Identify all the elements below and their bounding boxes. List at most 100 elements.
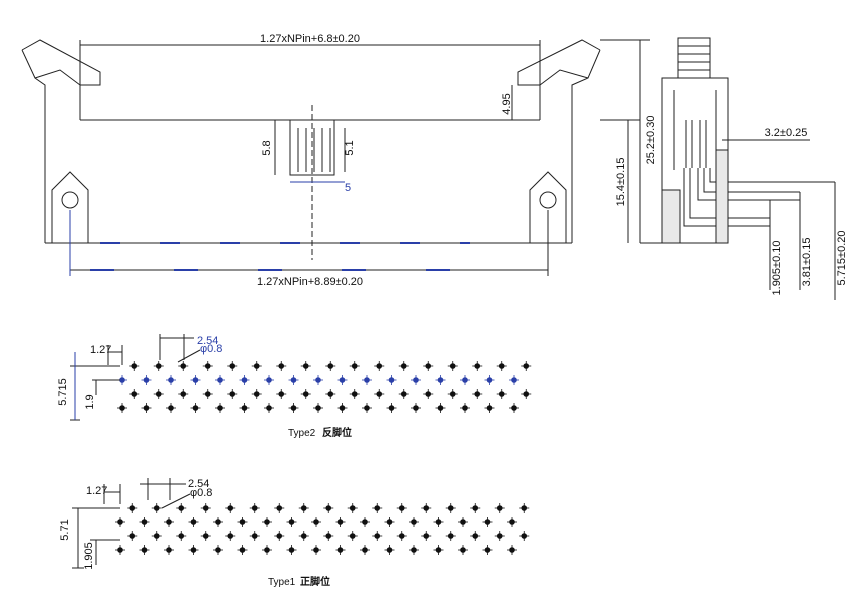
pin-hole [264,403,274,413]
pin-hole [484,375,495,385]
pin-hole [482,517,493,527]
pin-hole [362,403,372,413]
pin-hole [484,403,495,413]
pin-hole [249,531,260,541]
pin-hole [494,503,505,513]
pin-hole [213,517,223,527]
pin-hole [286,545,297,555]
pin-hole [188,517,199,527]
dim-3-2: 3.2±0.25 [765,127,808,139]
pin-hole [386,375,397,385]
pin-hole [300,361,311,371]
pin-hole [409,517,419,527]
pin-hole [237,517,248,527]
pin-hole [337,375,348,385]
pin-hole [225,503,236,513]
pin-hole [396,531,407,541]
dim-15-4: 15.4±0.15 [615,158,627,207]
pin-hole [176,531,187,541]
pin-hole [507,517,517,527]
pin-hole [472,361,483,371]
pin-hole [237,545,248,555]
pin-hole [423,389,434,399]
pin-hole [178,361,189,371]
pin-hole [384,517,395,527]
pin-hole [202,361,213,371]
type2-dim-1-27: 1.27 [90,344,111,356]
pin-hole [323,531,334,541]
pin-hole [115,545,125,555]
dim-total-height: 25.2±0.30 [645,116,657,165]
pin-hole [362,375,372,385]
dim-4-95: 4.95 [501,93,513,114]
pin-hole [178,389,189,399]
pin-hole [421,503,432,513]
pin-hole [225,531,236,541]
type1-dim-hole: φ0.8 [190,487,212,499]
pin-hole [398,389,409,399]
dim-slot-height: 5.8 [261,140,273,155]
type2-dim-5-715: 5.715 [57,378,69,406]
pin-hole [264,375,274,385]
pin-hole [521,361,532,371]
pin-hole [460,403,470,413]
pin-hole [325,389,336,399]
pin-hole [176,503,187,513]
pin-hole [262,517,272,527]
pin-hole [251,389,262,399]
pin-hole [151,503,162,513]
pin-hole [445,503,456,513]
dim-5-715: 5.715±0.20 [836,231,848,286]
dim-width-top: 1.27xNPin+6.8±0.20 [260,33,360,45]
pin-hole [435,375,446,385]
pin-hole [509,403,519,413]
pin-hole [447,361,458,371]
pin-hole [472,389,483,399]
type2-dim-1-9: 1.9 [84,394,96,409]
pin-hole [445,531,456,541]
type2-dim-hole: φ0.8 [200,343,222,355]
pin-hole [347,503,358,513]
type2-caption-cn: 反脚位 [322,426,352,439]
pin-hole [337,403,348,413]
pin-hole [507,545,517,555]
type2-pin-grid [117,361,532,413]
pin-hole [509,375,519,385]
pin-hole [274,531,285,541]
pin-hole [458,517,468,527]
pin-hole [190,375,201,385]
type1-caption-cn: 正脚位 [300,575,330,588]
pin-hole [227,361,238,371]
pin-hole [276,389,287,399]
pin-hole [115,517,125,527]
pin-hole [470,531,481,541]
pin-hole [458,545,468,555]
pin-hole [421,531,432,541]
pin-hole [521,389,532,399]
type1-dimensions [72,478,191,569]
pin-hole [298,531,309,541]
pin-hole [164,545,174,555]
pin-hole [349,361,360,371]
pin-hole [129,361,140,371]
pin-hole [239,375,250,385]
pin-hole [215,403,225,413]
pin-hole [519,503,530,513]
dim-slot-depth: 5.1 [344,140,356,155]
pin-hole [213,545,223,555]
pin-hole [227,389,238,399]
pin-hole [200,503,211,513]
pin-hole [460,375,470,385]
pin-hole [447,389,458,399]
pin-hole [164,517,174,527]
pin-hole [347,531,358,541]
pin-hole [433,517,444,527]
dim-3-81: 3.81±0.15 [801,238,813,287]
pin-hole [153,389,164,399]
pin-hole [482,545,493,555]
pin-hole [215,375,225,385]
pin-hole [435,403,446,413]
pin-hole [411,403,421,413]
pin-hole [288,403,299,413]
